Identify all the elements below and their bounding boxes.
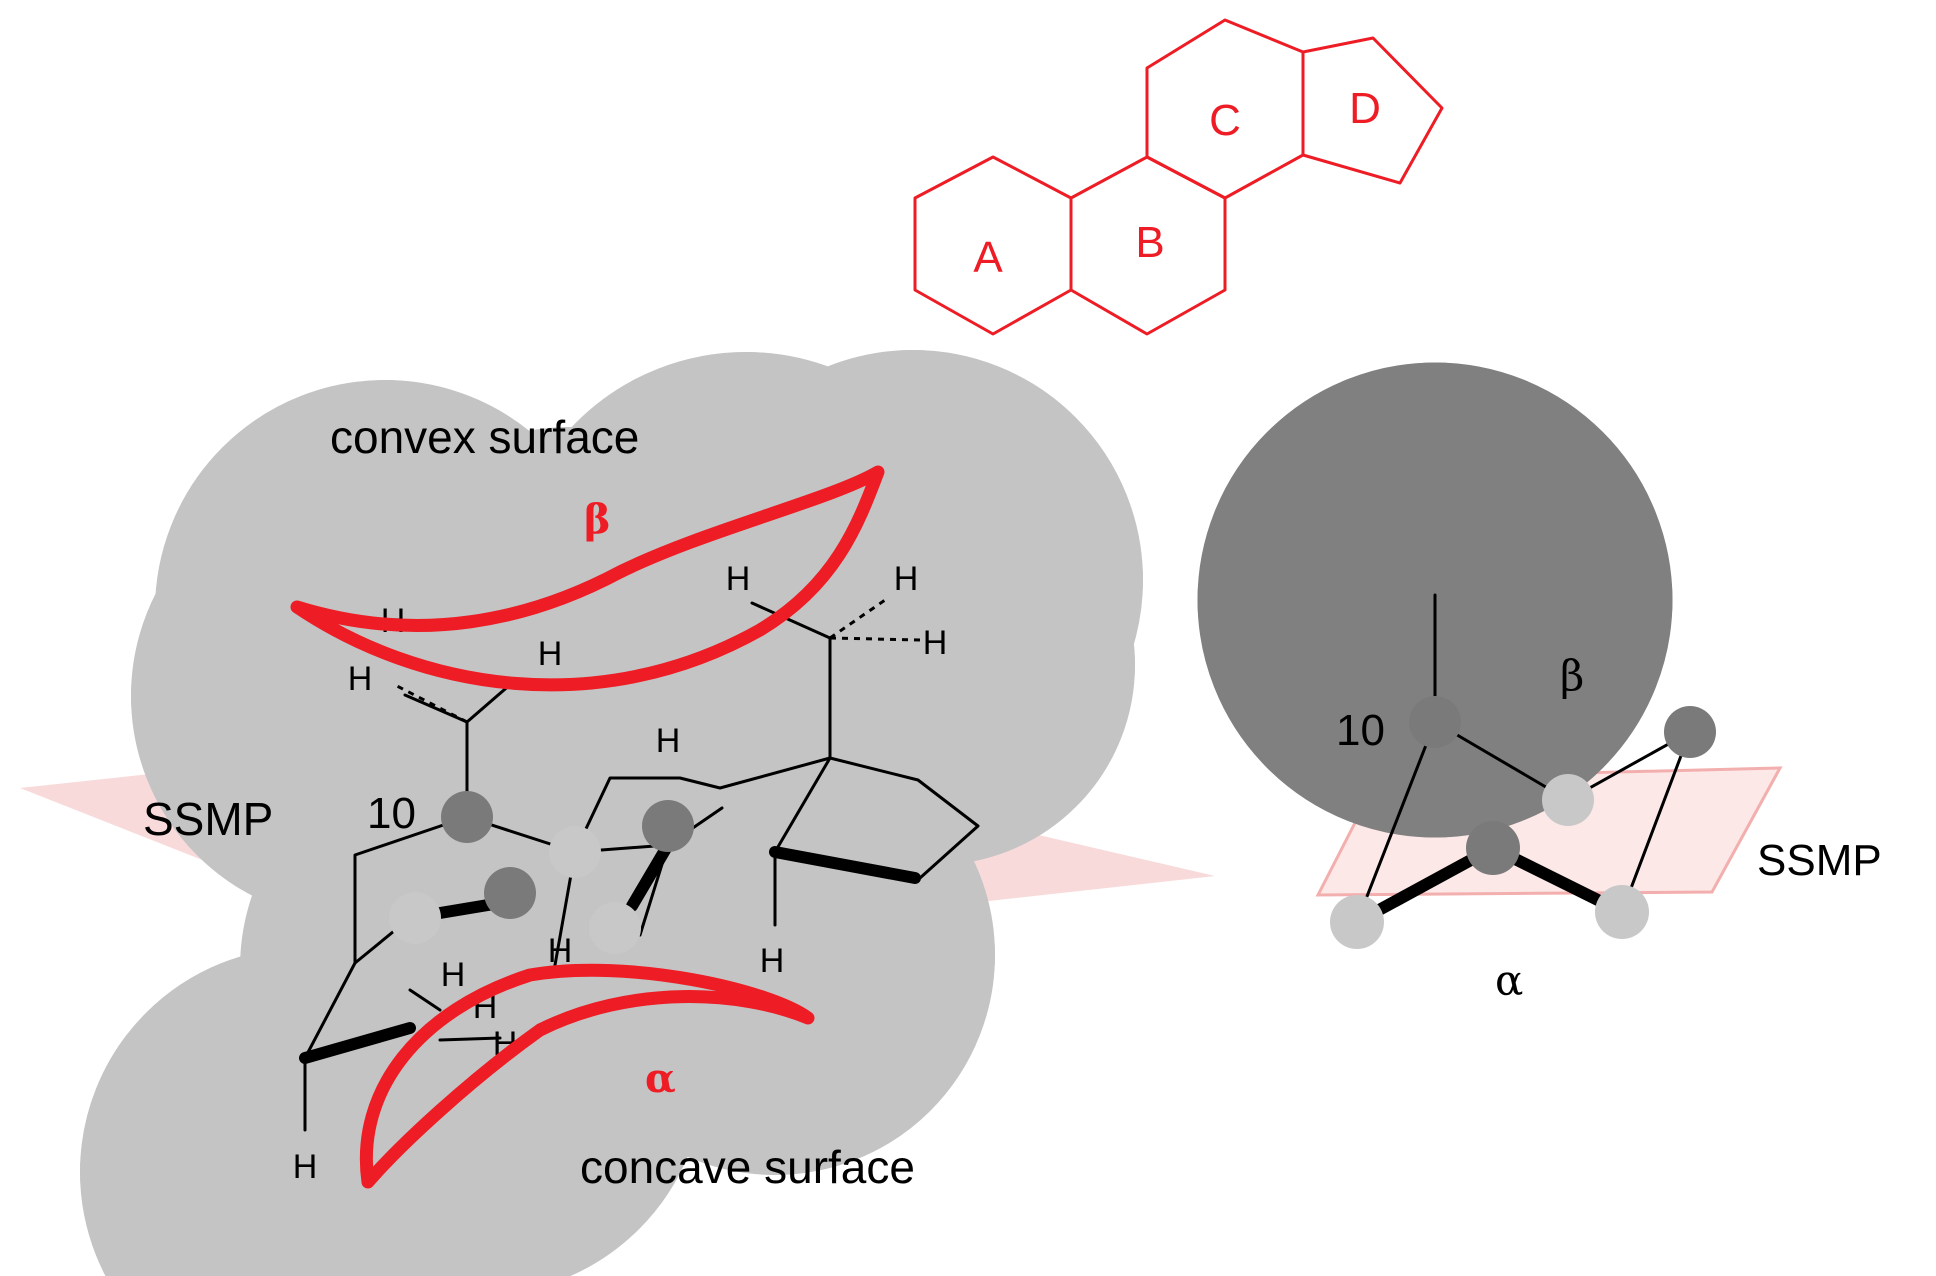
c10-label: 10 [367,789,416,838]
atom-dark [1664,706,1716,758]
beta-label: β [584,496,611,543]
atom-dark [484,867,536,919]
atom-c10 [441,791,493,843]
convex-surface-curve [290,465,885,692]
ring-c-label: C [1209,96,1241,145]
ring-d-label: D [1349,84,1381,133]
ring-d [1301,36,1444,185]
chair-atoms [1330,696,1716,949]
hydrogen-labels: H H H H H H H H H H H H H [293,560,948,1186]
ring-a-label: A [973,233,1003,282]
atom-dark [1466,821,1520,875]
atom-light [589,902,641,954]
hydrogen-label: H [538,635,563,673]
hydrogen-label: H [548,932,573,970]
right-beta-label: β [1560,651,1584,700]
right-ssmp-label: SSMP [1757,836,1882,885]
atom-light [1542,774,1594,826]
carbon-atoms [389,791,694,954]
hydrogen-label: H [760,942,785,980]
hydrogen-label: H [656,722,681,760]
left-steroid-model: H H H H H H H H H H H H H convex surface… [20,411,1215,1262]
atom-dark [642,800,694,852]
hydrogen-label: H [726,560,751,598]
right-alpha-label: α [1495,956,1523,1005]
hydrogen-label: H [923,624,948,662]
hydrogen-label: H [293,1148,318,1186]
atom-c10 [1409,696,1461,748]
atom-light [549,826,601,878]
ring-b-label: B [1135,218,1164,267]
molecular-surfaces [290,465,885,1189]
concave-surface-curve [360,963,815,1189]
hashed-bonds [394,596,921,724]
concave-surface-label: concave surface [580,1141,915,1193]
atom-light [1595,885,1649,939]
hydrogen-label: H [894,560,919,598]
right-c10-label: 10 [1336,706,1385,755]
right-chair-model: 10 β SSMP α [1318,505,1882,1005]
hydrogen-label: H [441,956,466,994]
convex-surface-label: convex surface [330,411,639,463]
hydrogen-label: H [348,660,373,698]
atom-light [1330,895,1384,949]
alpha-label: α [645,1055,676,1102]
steroid-ring-skeleton [913,18,1444,336]
atom-light [389,892,441,944]
ssmp-label: SSMP [143,793,273,845]
